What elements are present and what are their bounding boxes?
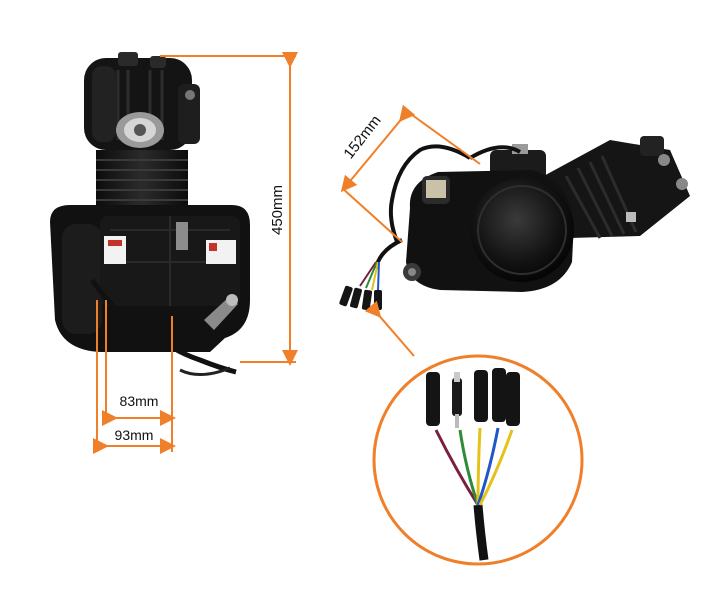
side-dimension-line bbox=[340, 104, 481, 243]
engine-side-view bbox=[339, 136, 690, 311]
connector-sleeve bbox=[474, 370, 488, 422]
connector-zoom-callout bbox=[372, 354, 584, 566]
height-label: 450mm bbox=[269, 185, 286, 235]
side-label: 152mm bbox=[340, 112, 384, 162]
engine-front-view bbox=[50, 52, 250, 376]
clutch-cover bbox=[470, 178, 574, 282]
connector-sleeve bbox=[492, 368, 506, 422]
connector-sleeve bbox=[426, 372, 440, 426]
height-dimension-line bbox=[160, 52, 298, 366]
bullet-connector bbox=[452, 378, 462, 416]
width-outer-label: 93mm bbox=[115, 427, 154, 443]
connector-sleeve bbox=[506, 372, 520, 426]
width-inner-label: 83mm bbox=[120, 393, 159, 409]
callout-leader-line bbox=[364, 300, 415, 357]
width-dimension-lines bbox=[93, 300, 176, 454]
